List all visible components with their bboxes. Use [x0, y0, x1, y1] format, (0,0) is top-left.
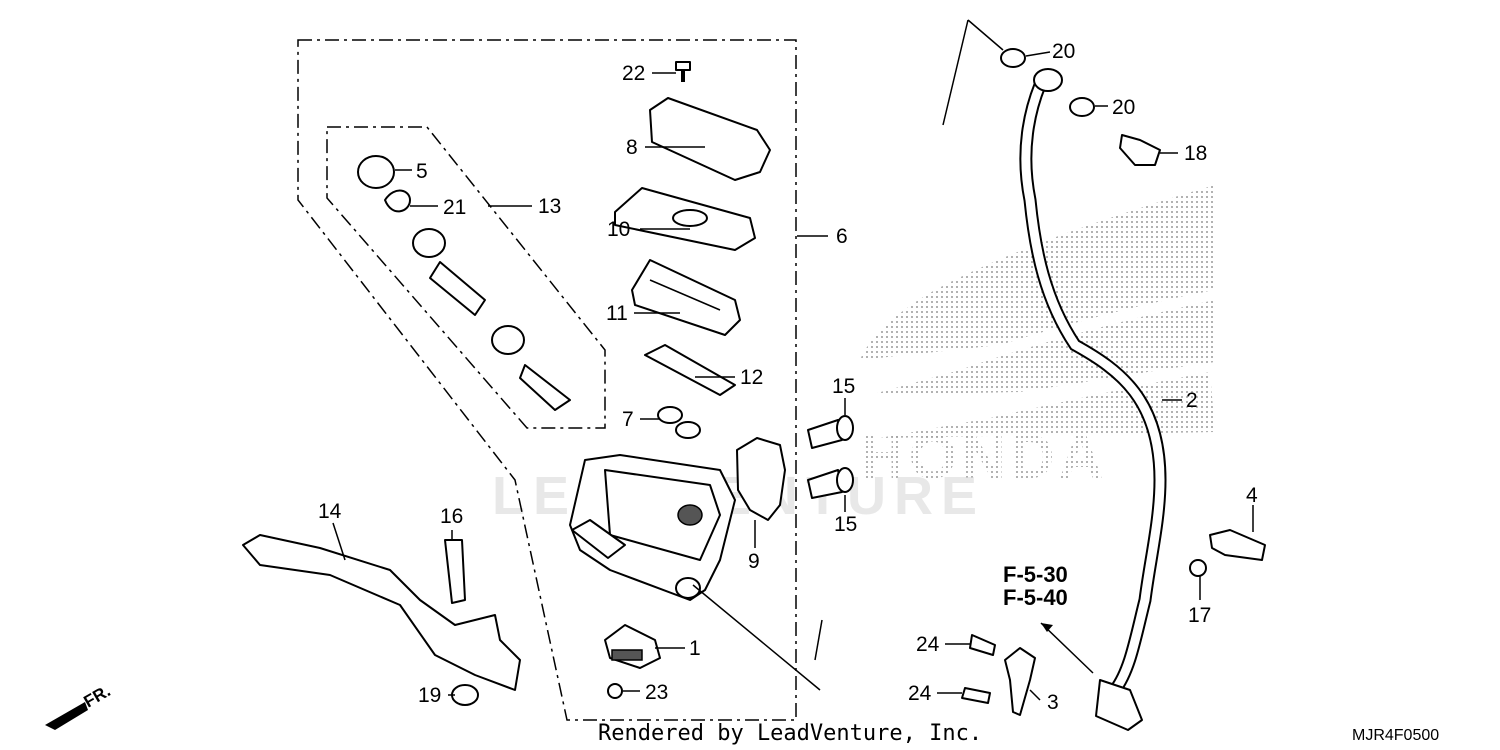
brake-lever [242, 534, 521, 691]
master-cylinder-assembly-box [297, 39, 797, 721]
bolt-15b [807, 467, 854, 499]
callout-10: 10 [607, 218, 630, 241]
callout-13: 13 [538, 195, 561, 218]
callout-1: 1 [689, 637, 701, 660]
callout-2: 2 [1186, 389, 1198, 412]
callout-20b: 20 [1112, 96, 1135, 119]
float-plate [644, 344, 736, 396]
bolt-24a [969, 634, 996, 656]
diaphragm [631, 259, 741, 336]
rendered-by-footer: Rendered by LeadVenture, Inc. [598, 721, 982, 746]
sealing-washer-20b [1069, 97, 1095, 117]
sealing-washer-20a [1000, 48, 1026, 68]
brake-hose [1019, 68, 1167, 731]
callout-17: 17 [1188, 604, 1211, 627]
reservoir-cap-screw [675, 61, 691, 82]
banjo-bolt-18 [1119, 134, 1161, 166]
bolt-15a [807, 415, 854, 449]
reservoir-cap [649, 97, 771, 181]
callout-12: 12 [740, 366, 763, 389]
hose-break-line [942, 19, 969, 126]
callout-5: 5 [416, 160, 428, 183]
diagram-code: MJR4F0500 [1352, 727, 1439, 744]
diaphragm-plate [614, 187, 756, 251]
fr-arrow-icon [45, 702, 88, 730]
callout-18: 18 [1184, 142, 1207, 165]
holder-9 [736, 437, 786, 521]
callout-11: 11 [606, 302, 628, 325]
callout-6: 6 [836, 225, 848, 248]
piston-set-box [326, 126, 606, 429]
nut-19 [451, 684, 479, 706]
honda-brand-text: HONDA [860, 423, 1107, 492]
callout-3: 3 [1047, 691, 1059, 714]
callout-7: 7 [622, 408, 634, 431]
reference-1[interactable]: F-5-30 [1003, 562, 1068, 587]
callout-4: 4 [1246, 484, 1258, 507]
brake-switch [604, 624, 661, 669]
piston-set-parts [357, 155, 571, 411]
protector-7 [657, 406, 701, 439]
leader-lines [332, 51, 1254, 701]
callout-24a: 24 [916, 633, 940, 656]
bolt-17 [1189, 559, 1207, 577]
hose-clamp-4 [1209, 529, 1266, 561]
callout-15a: 15 [832, 375, 855, 398]
screw-23 [607, 683, 623, 699]
callout-22: 22 [622, 62, 645, 85]
bolt-24b [961, 687, 991, 704]
callout-15b: 15 [834, 513, 857, 536]
callout-20a: 20 [1052, 40, 1075, 63]
master-cylinder-body [569, 454, 736, 601]
hose-guide-3 [1004, 647, 1036, 716]
reference-2[interactable]: F-5-40 [1003, 585, 1068, 610]
callout-16: 16 [440, 505, 463, 528]
callout-9: 9 [748, 550, 760, 573]
callout-8: 8 [626, 136, 638, 159]
callout-14: 14 [318, 500, 342, 523]
callout-24b: 24 [908, 682, 932, 705]
callout-23: 23 [645, 681, 668, 704]
callout-19: 19 [418, 684, 441, 707]
callout-21: 21 [443, 196, 466, 219]
pivot-bolt-16 [444, 539, 466, 604]
